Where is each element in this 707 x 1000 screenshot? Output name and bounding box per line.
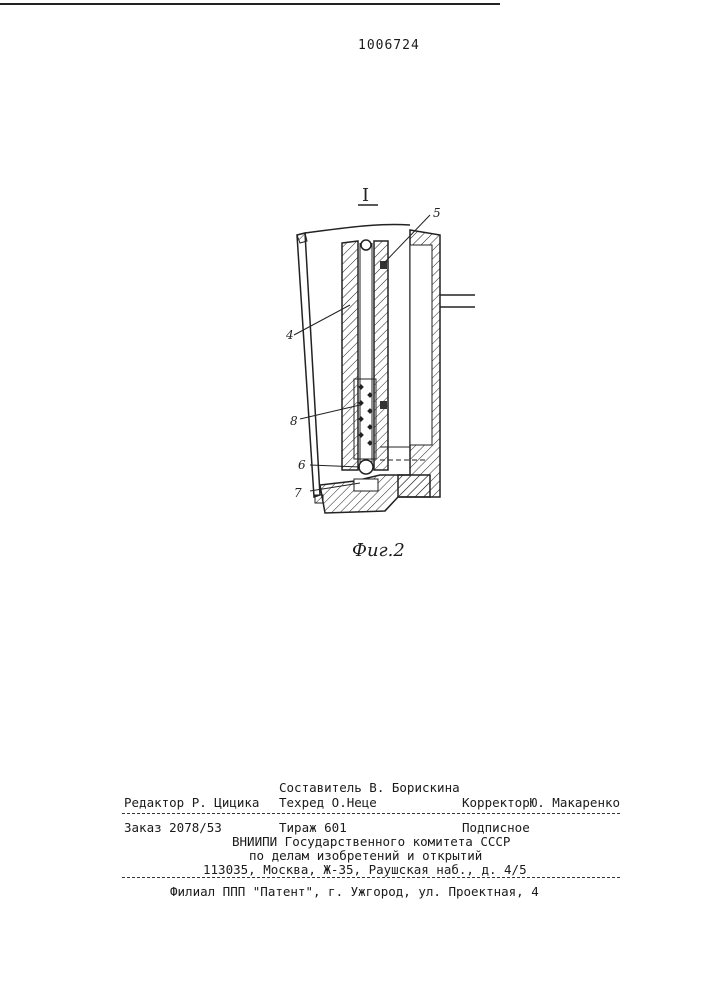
editor-line: Редактор Р. Цицика	[124, 795, 259, 810]
compiler-line: Составитель В. Борискина	[279, 780, 460, 795]
corrector-line: КорректорЮ. Макаренко	[462, 795, 620, 810]
address-line: 113035, Москва, Ж-35, Раушская наб., д. …	[203, 862, 527, 877]
techred-line: Техред О.Неце	[279, 795, 377, 810]
divider	[122, 877, 620, 878]
circulation-line: Тираж 601	[279, 820, 347, 835]
branch-line: Филиал ППП "Патент", г. Ужгород, ул. Про…	[170, 884, 539, 899]
organization-line-2: по делам изобретений и открытий	[249, 848, 482, 863]
organization-line-1: ВНИИПИ Государственного комитета СССР	[232, 834, 510, 849]
divider	[122, 813, 620, 814]
order-line: Заказ 2078/53	[124, 820, 222, 835]
subscription-line: Подписное	[462, 820, 530, 835]
